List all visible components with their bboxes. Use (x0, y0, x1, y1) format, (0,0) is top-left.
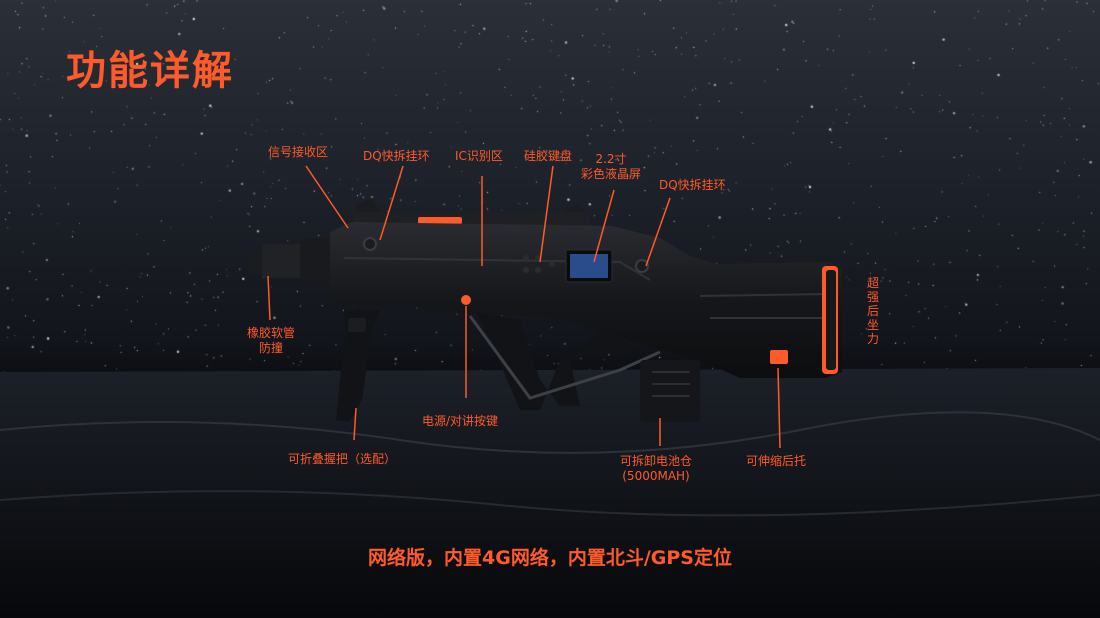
label-lcd-line1: 2.2寸 (595, 152, 627, 166)
label-dq-rear-ring: DQ快拆挂环 (659, 178, 726, 192)
label-battery-line2: (5000MAH) (622, 469, 690, 483)
label-battery-line1: 可拆卸电池仓 (619, 454, 692, 468)
label-folding-grip: 可折叠握把（选配） (288, 452, 397, 466)
stock-release-button (770, 350, 788, 364)
leader-lines (267, 165, 781, 449)
lcd-screen (570, 254, 608, 278)
label-lcd-line2: 彩色液晶屏 (580, 167, 641, 181)
label-ic-area: IC识别区 (455, 149, 503, 163)
label-power-button: 电源/对讲按键 (422, 414, 499, 428)
power-button-dot (461, 295, 471, 305)
label-rubber-tube: 橡胶软管 防撞 (238, 326, 304, 356)
label-signal-area: 信号接收区 (268, 145, 329, 159)
label-rubber-line2: 防撞 (258, 341, 283, 355)
footer-caption: 网络版，内置4G网络，内置北斗/GPS定位 (368, 547, 732, 569)
rocky-ground (0, 368, 1100, 618)
label-battery: 可拆卸电池仓 (5000MAH) (606, 454, 706, 484)
label-stock-power: 超强后坐力 (866, 276, 879, 346)
orange-top-accent (418, 217, 462, 224)
label-rubber-line1: 橡胶软管 (246, 326, 295, 340)
blaster-illustration (248, 198, 842, 422)
label-keypad: 硅胶键盘 (524, 149, 573, 163)
label-telescopic-stock: 可伸缩后托 (746, 454, 807, 468)
label-dq-front-ring: DQ快拆挂环 (363, 149, 430, 163)
page-title: 功能详解 (66, 48, 234, 94)
label-lcd: 2.2寸 彩色液晶屏 (578, 152, 644, 182)
